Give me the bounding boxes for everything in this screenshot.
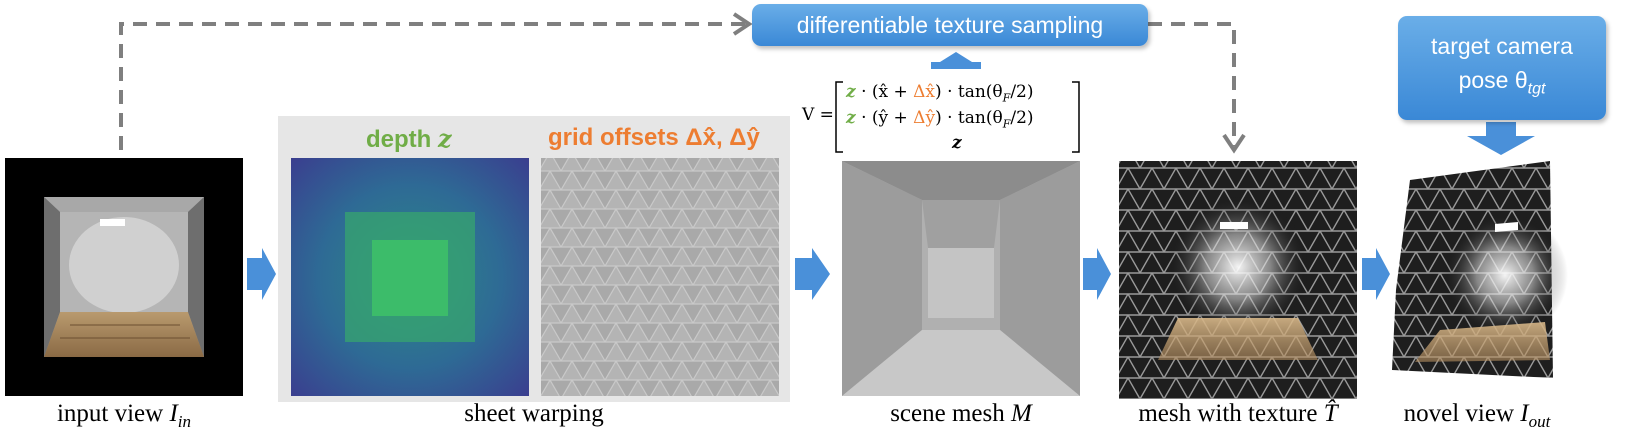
- textured-mesh-image: [1119, 161, 1357, 399]
- scene-mesh-image: [842, 161, 1080, 396]
- caption-input-view: input view Iin: [5, 400, 243, 432]
- formula-row2-c: /2): [1010, 108, 1034, 128]
- target-camera-subscript: tgt: [1527, 80, 1546, 98]
- grid-offsets-image: [541, 158, 779, 396]
- caption-mesh-var: M: [1010, 400, 1032, 427]
- input-view-image: [5, 158, 243, 396]
- caption-novel-text: novel view: [1403, 400, 1521, 427]
- sampling-label: differentiable texture sampling: [796, 11, 1104, 38]
- formula-z-2: z: [846, 108, 856, 128]
- caption-mesh-text: scene mesh: [890, 400, 1011, 427]
- formula-left-bracket: [835, 81, 843, 153]
- formula-row1-sub: F: [1002, 91, 1011, 105]
- formula-z-1: z: [846, 82, 856, 102]
- caption-sheet-warping: sheet warping: [464, 400, 604, 427]
- caption-novel-sub: out: [1528, 412, 1551, 431]
- target-camera-line2: pose θtgt: [1459, 63, 1546, 107]
- caption-input-var: I: [169, 400, 178, 427]
- caption-input-text: input view: [56, 400, 170, 427]
- depth-label-var: z: [438, 124, 452, 153]
- depth-label: depth z: [366, 124, 452, 154]
- formula-row2-a: · (ŷ +: [861, 108, 914, 128]
- formula-row2-b: ) · tan(θ: [935, 108, 1003, 128]
- depth-map-image: [291, 158, 529, 396]
- caption-input-sub: in: [177, 412, 192, 431]
- sampling-box: differentiable texture sampling: [752, 4, 1148, 46]
- target-camera-line1: target camera: [1431, 33, 1573, 60]
- formula-row1-b: ) · tan(θ: [935, 82, 1003, 102]
- formula-right-bracket: [1072, 81, 1080, 153]
- target-camera-box: target camera pose θtgt: [1398, 16, 1606, 120]
- novel-view-image: [1392, 161, 1575, 378]
- formula-row1-delta: Δx̂: [913, 82, 936, 102]
- formula-lhs: V =: [802, 105, 834, 125]
- depth-label-text: depth: [366, 126, 438, 153]
- formula-row2-sub: F: [1002, 117, 1011, 131]
- caption-texture-var: T̂: [1323, 400, 1338, 427]
- caption-texture-text: mesh with texture: [1138, 400, 1324, 427]
- caption-mesh-texture: mesh with texture T̂: [1110, 400, 1366, 428]
- formula-row1-c: /2): [1010, 82, 1034, 102]
- caption-novel-view: novel view Iout: [1392, 400, 1562, 432]
- formula-row-1: z · (x̂ + Δx̂) · tan(θF/2): [846, 82, 1034, 104]
- formula-row-2: z · (ŷ + Δŷ) · tan(θF/2): [846, 108, 1034, 130]
- target-camera-pose-text: pose θ: [1458, 67, 1528, 94]
- grid-offsets-label: grid offsets Δx̂, Δŷ: [548, 124, 760, 151]
- formula-row1-a: · (x̂ +: [861, 82, 914, 102]
- caption-scene-mesh: scene mesh M: [842, 400, 1080, 428]
- formula-row-3: z: [952, 133, 962, 153]
- caption-novel-var: I: [1520, 400, 1529, 427]
- formula-row2-delta: Δŷ: [913, 108, 936, 128]
